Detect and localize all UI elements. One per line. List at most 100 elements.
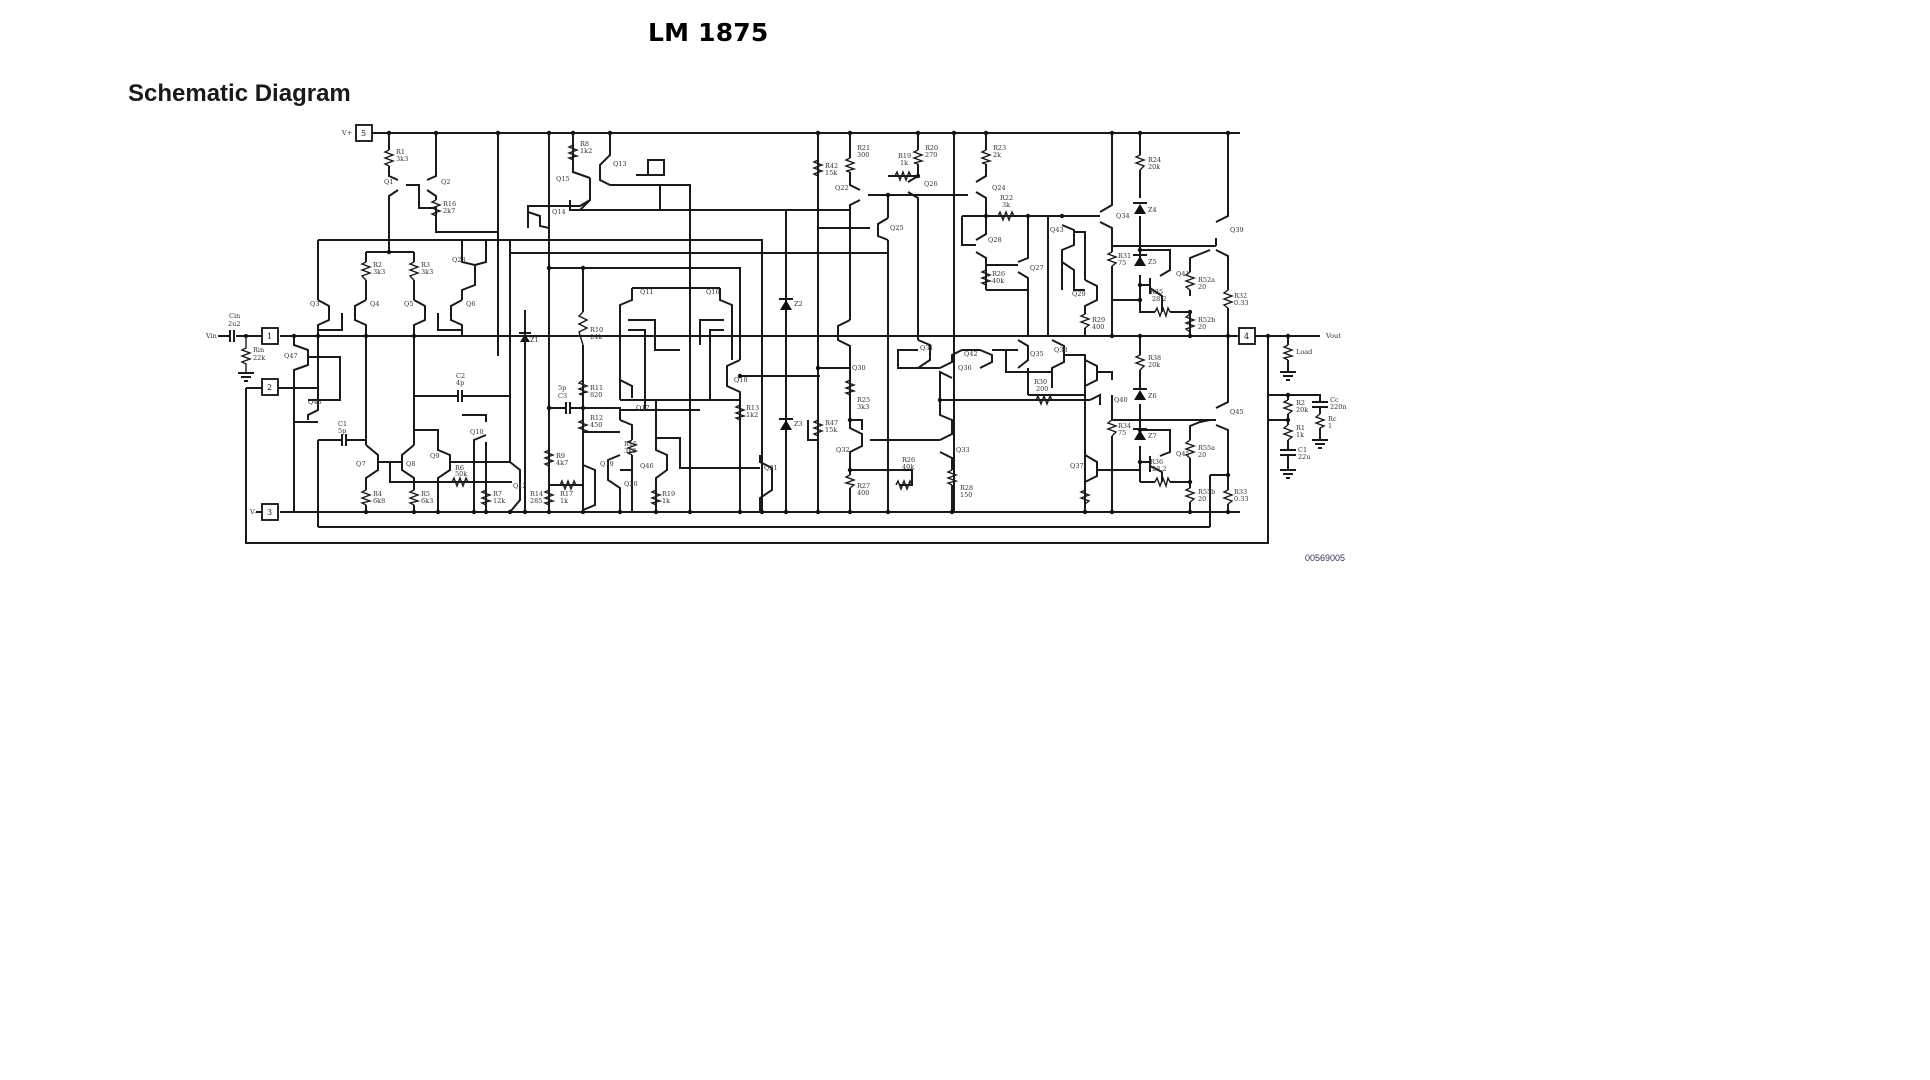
svg-text:20: 20 bbox=[1198, 323, 1206, 331]
svg-text:Q22: Q22 bbox=[835, 184, 849, 192]
svg-text:Q6: Q6 bbox=[466, 300, 475, 308]
svg-text:R17: R17 bbox=[560, 490, 573, 498]
svg-text:1k: 1k bbox=[900, 159, 908, 167]
pin-1[interactable]: 1 bbox=[261, 327, 279, 345]
resistor-r52b bbox=[1184, 313, 1196, 333]
svg-text:40k: 40k bbox=[992, 277, 1004, 285]
junction-dots bbox=[291, 130, 1291, 515]
svg-text:R33: R33 bbox=[1234, 488, 1247, 496]
resistor-r12 bbox=[577, 419, 590, 433]
svg-text:R9: R9 bbox=[556, 452, 565, 460]
svg-text:Q3: Q3 bbox=[310, 300, 319, 308]
svg-text:R34: R34 bbox=[1118, 422, 1131, 430]
pin-4[interactable]: 4 bbox=[1238, 327, 1256, 345]
resistor-r36 bbox=[1154, 475, 1171, 489]
svg-text:R10: R10 bbox=[590, 326, 603, 334]
svg-text:3k3: 3k3 bbox=[373, 268, 385, 276]
svg-text:0.33: 0.33 bbox=[1234, 299, 1248, 307]
svg-text:22u: 22u bbox=[1298, 453, 1310, 461]
resistor-r19 bbox=[649, 489, 663, 506]
resistor-r52a bbox=[1184, 271, 1196, 291]
svg-text:Q41: Q41 bbox=[1176, 270, 1190, 278]
svg-text:Q45: Q45 bbox=[1230, 408, 1244, 416]
svg-text:1k2: 1k2 bbox=[746, 411, 758, 419]
svg-text:R19: R19 bbox=[662, 490, 675, 498]
svg-text:Q34: Q34 bbox=[1116, 212, 1130, 220]
svg-text:40k: 40k bbox=[902, 463, 914, 471]
svg-text:Q13: Q13 bbox=[613, 160, 627, 168]
svg-text:R47: R47 bbox=[825, 419, 838, 427]
resistor-r8 bbox=[566, 144, 580, 161]
resistor-r13 bbox=[733, 404, 747, 421]
svg-text:R26: R26 bbox=[992, 270, 1005, 278]
svg-text:20k: 20k bbox=[1296, 406, 1308, 414]
ground-symbols bbox=[1280, 371, 1328, 479]
resistor-r19b bbox=[894, 170, 912, 182]
cin-value: 2u2 bbox=[228, 320, 240, 328]
resistor-r30 bbox=[1035, 394, 1053, 406]
resistor-r23 bbox=[980, 149, 993, 165]
svg-text:R36: R36 bbox=[1150, 458, 1163, 466]
svg-text:3k3: 3k3 bbox=[624, 447, 636, 455]
svg-text:R38: R38 bbox=[1148, 354, 1161, 362]
pin-3[interactable]: 3 V- bbox=[249, 503, 279, 521]
resistor-r15 bbox=[625, 439, 639, 456]
svg-text:Q7: Q7 bbox=[356, 460, 365, 468]
input-network: Vin Cin 2u2 Rin 22k bbox=[205, 312, 318, 513]
svg-text:Q33: Q33 bbox=[956, 446, 970, 454]
resistor-r2-ext bbox=[1282, 399, 1294, 415]
svg-text:R35: R35 bbox=[1150, 288, 1163, 296]
pin-5[interactable]: 5 V+ bbox=[341, 124, 373, 142]
svg-text:2k: 2k bbox=[993, 151, 1001, 159]
svg-text:50k: 50k bbox=[455, 470, 467, 478]
svg-text:Q29: Q29 bbox=[1072, 290, 1086, 298]
svg-text:Z2: Z2 bbox=[794, 300, 803, 308]
resistor-r1 bbox=[383, 149, 395, 167]
svg-text:3k3: 3k3 bbox=[857, 403, 869, 411]
svg-text:6k3: 6k3 bbox=[421, 497, 433, 505]
resistor-r32 bbox=[1222, 289, 1234, 309]
svg-text:2k7: 2k7 bbox=[443, 207, 455, 215]
svg-text:R32: R32 bbox=[1234, 292, 1247, 300]
svg-text:75: 75 bbox=[1118, 429, 1126, 437]
svg-text:Q2: Q2 bbox=[441, 178, 450, 186]
rin-value: 22k bbox=[253, 354, 265, 362]
resistor-r7 bbox=[479, 489, 493, 506]
resistor-r11 bbox=[577, 379, 590, 396]
svg-text:3k: 3k bbox=[1002, 201, 1010, 209]
resistor-r2 bbox=[360, 261, 372, 281]
svg-text:Q45: Q45 bbox=[1176, 450, 1190, 458]
rin-label: Rin bbox=[253, 346, 264, 354]
svg-text:200: 200 bbox=[1036, 385, 1048, 393]
svg-text:R23: R23 bbox=[993, 144, 1006, 152]
svg-text:Q37: Q37 bbox=[1070, 462, 1084, 470]
vin-label: Vin bbox=[205, 332, 217, 340]
svg-text:R1: R1 bbox=[1296, 424, 1305, 432]
svg-text:12k: 12k bbox=[493, 497, 505, 505]
resistor-r47 bbox=[812, 419, 824, 437]
resistor-r21 bbox=[844, 157, 857, 173]
svg-text:Q28: Q28 bbox=[988, 236, 1002, 244]
svg-text:20k: 20k bbox=[1148, 361, 1160, 369]
svg-text:Q46: Q46 bbox=[640, 462, 654, 470]
svg-text:R42: R42 bbox=[825, 162, 838, 170]
svg-text:R16: R16 bbox=[443, 200, 456, 208]
pin-2[interactable]: 2 bbox=[261, 378, 279, 396]
svg-text:R12: R12 bbox=[590, 414, 603, 422]
svg-text:Z5: Z5 bbox=[1148, 258, 1157, 266]
svg-text:2: 2 bbox=[267, 383, 272, 392]
svg-text:Q25: Q25 bbox=[890, 224, 904, 232]
svg-text:Q38: Q38 bbox=[1054, 346, 1068, 354]
svg-text:R15: R15 bbox=[624, 440, 637, 448]
svg-text:270: 270 bbox=[925, 151, 937, 159]
resistor-r40 bbox=[1079, 489, 1091, 505]
svg-text:Q15: Q15 bbox=[556, 175, 570, 183]
svg-text:820: 820 bbox=[590, 391, 602, 399]
svg-text:R55a: R55a bbox=[1198, 444, 1215, 452]
svg-text:450: 450 bbox=[590, 421, 602, 429]
svg-text:400: 400 bbox=[1092, 323, 1104, 331]
svg-text:220n: 220n bbox=[1330, 403, 1347, 411]
svg-text:Q16: Q16 bbox=[706, 288, 720, 296]
svg-text:R52a: R52a bbox=[1198, 276, 1215, 284]
